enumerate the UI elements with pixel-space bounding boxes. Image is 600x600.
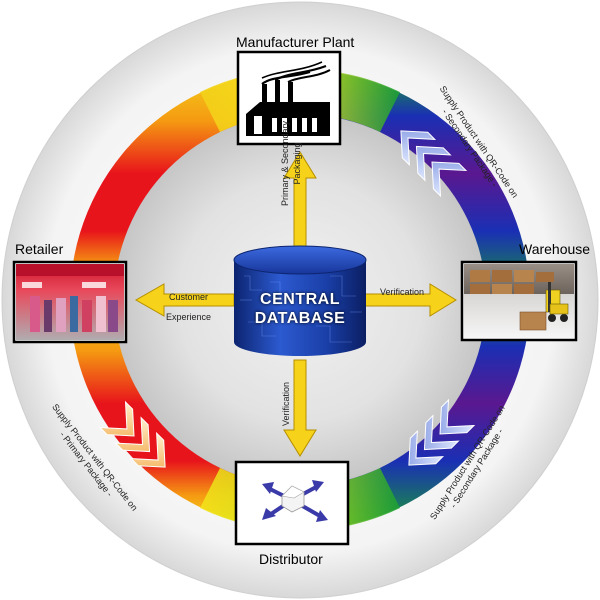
manufacturer-plant-box bbox=[236, 50, 342, 146]
arrow-left-label-line1: Customer bbox=[169, 292, 209, 302]
chevrons-bottom-left bbox=[98, 400, 166, 468]
retailer-label: Retailer bbox=[15, 241, 64, 257]
central-database-icon bbox=[233, 245, 367, 356]
arrow-down-label: Verification bbox=[281, 381, 291, 426]
retailer-box bbox=[12, 260, 128, 344]
central-database-line2: DATABASE bbox=[254, 310, 346, 327]
arrow-up-label: Primary & Secondary Packaging bbox=[279, 121, 303, 206]
distribution-arrows-icon bbox=[262, 480, 328, 522]
arrow-left-label: Customer Experience bbox=[166, 287, 211, 327]
factory-icon bbox=[246, 61, 331, 136]
manufacturer-plant-label: Manufacturer Plant bbox=[236, 34, 355, 50]
chevrons-bottom-right bbox=[408, 398, 476, 466]
distributor-box bbox=[234, 460, 350, 546]
arrow-left bbox=[134, 283, 235, 317]
warehouse-box bbox=[460, 260, 578, 342]
distributor-label: Distributor bbox=[259, 551, 323, 567]
central-database-label: CENTRAL DATABASE bbox=[234, 290, 366, 328]
warehouse-label: Warehouse bbox=[519, 241, 591, 257]
arrow-right-label: Verification bbox=[380, 287, 425, 297]
arrow-up-label-line1: Primary & Secondary bbox=[280, 120, 290, 206]
arrow-down bbox=[283, 359, 317, 457]
central-database-line1: CENTRAL bbox=[260, 291, 340, 308]
warehouse-image bbox=[464, 264, 574, 338]
arrow-up-label-line2: Packaging bbox=[292, 142, 302, 185]
chevrons-top-right bbox=[400, 130, 468, 198]
retail-store-image bbox=[16, 264, 124, 340]
arrow-left-label-line2: Experience bbox=[166, 312, 212, 322]
